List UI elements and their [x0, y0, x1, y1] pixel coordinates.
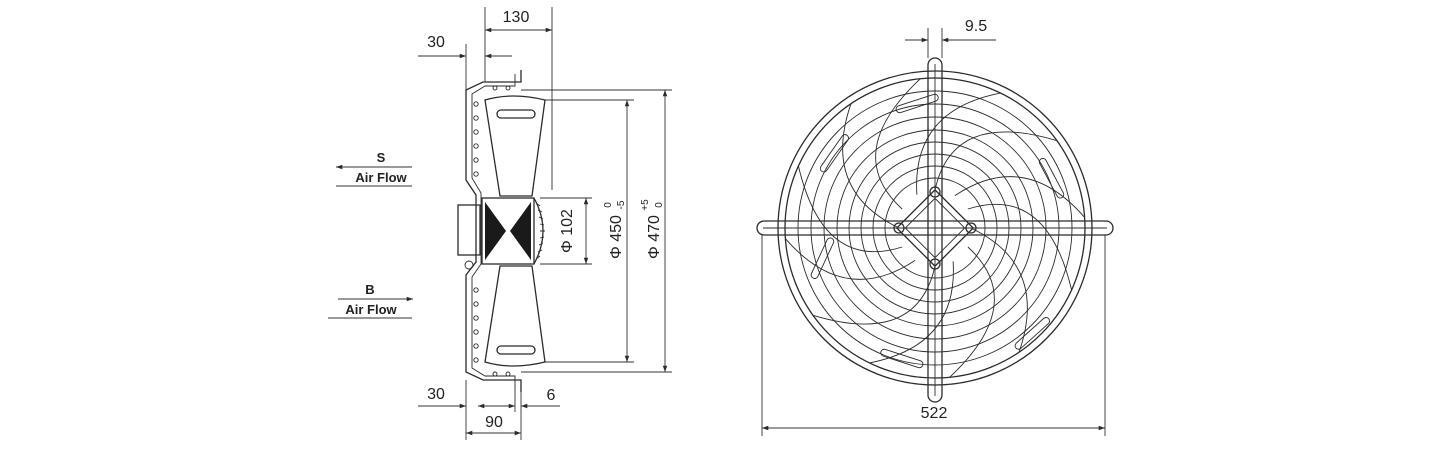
- motor-shade-left: [485, 202, 506, 260]
- flow-b-letter: B: [365, 282, 374, 297]
- motor-rotor-ribs: [535, 202, 545, 260]
- hub-bolt-right: [965, 222, 977, 234]
- support-bar-vertical: [927, 57, 943, 403]
- dim-blade-tol-lower: -5: [616, 200, 627, 209]
- blade-lower-slot: [496, 345, 536, 355]
- fan-blade-edge: [785, 238, 936, 325]
- dim-top-offset-value: 30: [427, 34, 445, 51]
- hub-bolt-top: [929, 186, 941, 198]
- guard-wire-dots: [473, 85, 511, 377]
- air-flow-s-indicator: S Air Flow: [336, 150, 412, 187]
- fan-blade-edge: [967, 203, 1073, 353]
- blade-upper: [484, 95, 546, 197]
- fan-blades: [785, 78, 1085, 378]
- fan-blade-edge: [934, 131, 1085, 218]
- dim-bar-value: 9.5: [965, 18, 987, 35]
- air-flow-b-indicator: B Air Flow: [328, 282, 413, 319]
- blade-slots: [810, 93, 1065, 369]
- flow-b-label: Air Flow: [345, 302, 397, 317]
- hub-plate-inner: [904, 197, 966, 259]
- motor-screw: [464, 260, 474, 270]
- flow-s-letter: S: [377, 150, 386, 165]
- guard-frame-inner: [471, 74, 516, 388]
- dim-blade-value: Φ 450: [608, 215, 625, 259]
- side-view: 130 30 30 6 90 Φ 102 Φ 450 0 -5 Φ 4: [418, 7, 672, 440]
- motor-shade-right: [510, 202, 531, 260]
- motor-body: [481, 197, 535, 265]
- hub-bolt-left: [893, 222, 905, 234]
- dim-blade-tol-upper: 0: [603, 202, 614, 208]
- flow-s-label: Air Flow: [355, 170, 407, 185]
- motor-back-cap: [457, 204, 481, 256]
- front-view: 9.5 522: [756, 18, 1114, 436]
- hub-bolt-bottom: [929, 258, 941, 270]
- blade-upper-slot: [496, 109, 536, 119]
- dim-guard-value: Φ 470: [646, 215, 663, 259]
- fan-blade-edge: [797, 103, 903, 253]
- dim-flange-value: 6: [547, 387, 556, 404]
- dim-bottom-offset-value: 30: [427, 386, 445, 403]
- dim-bottom-width-value: 90: [485, 414, 503, 431]
- dim-guard-tol-upper: +5: [640, 199, 651, 211]
- dim-hub-value: Φ 102: [559, 209, 576, 253]
- dim-top-width-value: 130: [503, 9, 530, 26]
- support-bar-horizontal: [756, 220, 1114, 236]
- dim-overall-value: 522: [921, 405, 948, 422]
- guard-frame-outer: [465, 70, 522, 392]
- dim-guard-tol-lower: 0: [654, 202, 665, 208]
- blade-lower: [484, 265, 546, 367]
- hub-plate: [895, 188, 975, 268]
